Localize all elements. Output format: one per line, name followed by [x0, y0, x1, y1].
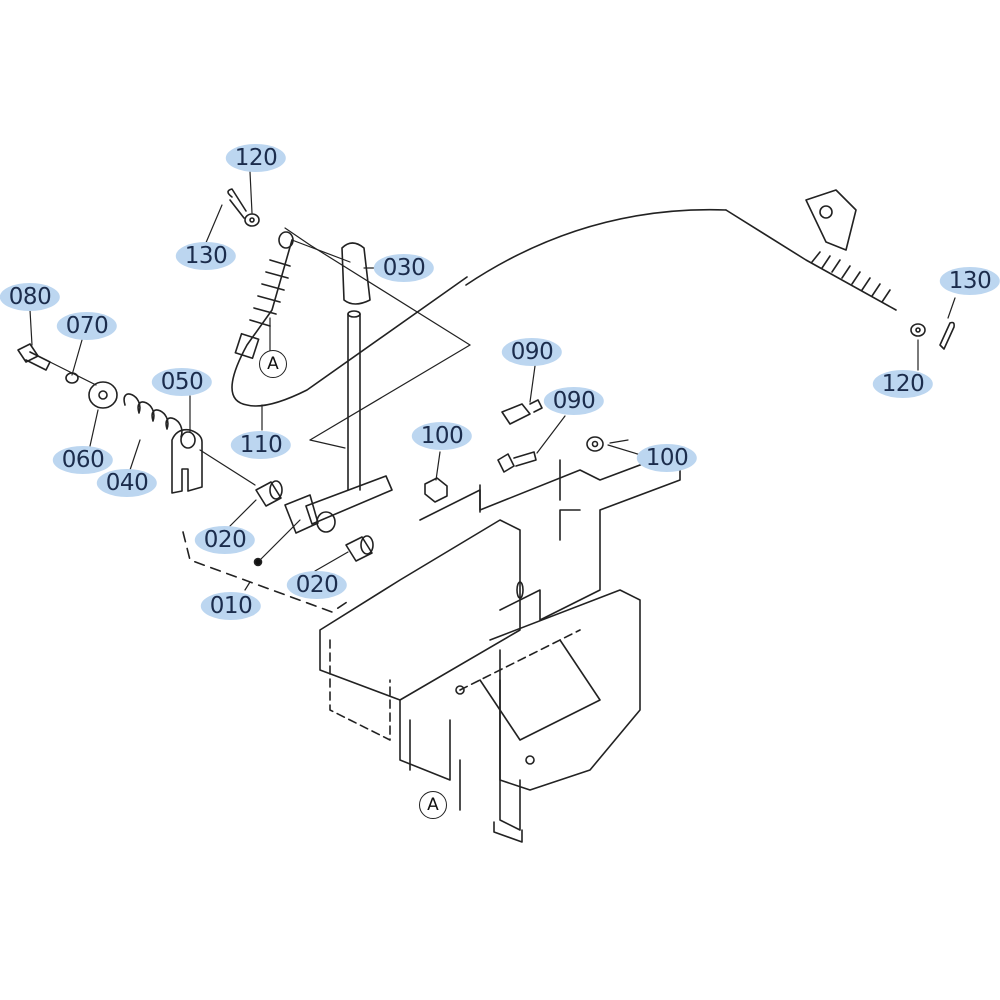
part-label-070[interactable]: 070 [56, 312, 118, 340]
mounting-bracket [319, 449, 681, 843]
part-label-050[interactable]: 050 [151, 368, 213, 396]
part-label-130[interactable]: 130 [175, 242, 237, 270]
assembly-bracket [182, 531, 351, 613]
part-label-110[interactable]: 110 [230, 431, 292, 459]
left-hardware [17, 343, 203, 494]
part-label-020[interactable]: 020 [194, 526, 256, 554]
cable-bellows-left [234, 231, 294, 360]
part-label-120[interactable]: 120 [872, 370, 934, 398]
center-hardware [424, 399, 604, 503]
part-label-080[interactable]: 080 [0, 283, 61, 311]
part-label-020[interactable]: 020 [286, 571, 348, 599]
callout-a-top: A [259, 350, 287, 378]
part-label-090[interactable]: 090 [543, 387, 605, 415]
bushings [255, 480, 374, 562]
part-label-100[interactable]: 100 [411, 422, 473, 450]
part-label-100[interactable]: 100 [636, 444, 698, 472]
shift-lever [284, 242, 393, 534]
part-label-130[interactable]: 130 [939, 267, 1000, 295]
control-cable [231, 239, 468, 407]
cable-bellows-right [805, 189, 891, 303]
part-label-090[interactable]: 090 [501, 338, 563, 366]
callout-a-bottom: A [419, 791, 447, 819]
part-label-030[interactable]: 030 [373, 254, 435, 282]
part-label-010[interactable]: 010 [200, 592, 262, 620]
part-label-040[interactable]: 040 [96, 469, 158, 497]
part-label-120[interactable]: 120 [225, 144, 287, 172]
part-label-060[interactable]: 060 [52, 446, 114, 474]
